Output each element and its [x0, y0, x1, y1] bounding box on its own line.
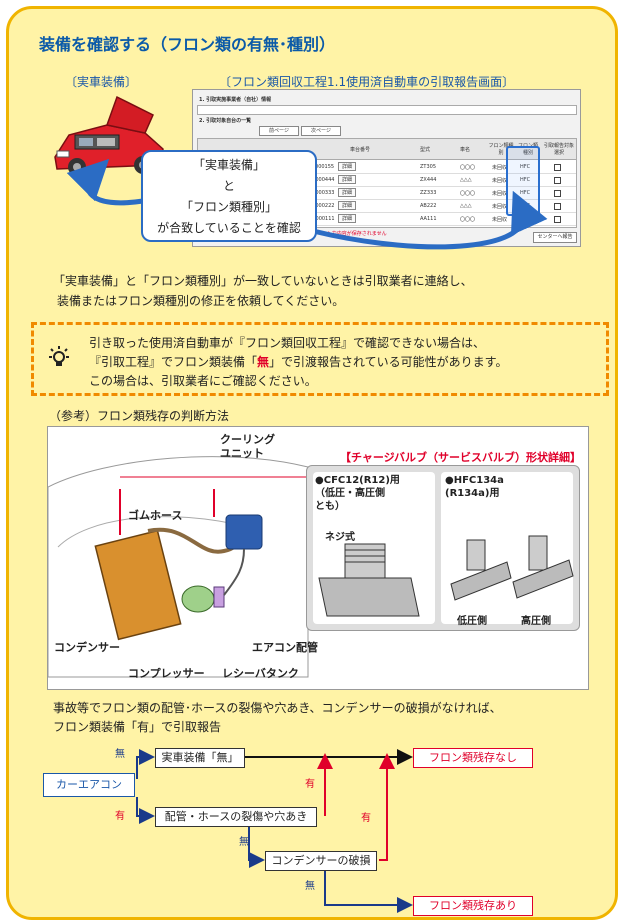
report-section2: 2. 引取対象自台の一覧 [199, 118, 252, 124]
prev-page-button[interactable]: 前ページ [259, 126, 299, 136]
check-bubble: 「実車装備」 と 「フロン類種別」 が合致していることを確認 [141, 150, 317, 242]
flow-label-no-2: 無 [239, 837, 249, 848]
col-vin: 車台番号 [350, 147, 371, 153]
detail-button[interactable]: 詳細 [338, 188, 357, 197]
flow-box-pipe-damage: 配管・ホースの裂傷や穴あき [155, 807, 317, 827]
charge-valve-title: 【チャージバルブ（サービスバルブ）形状詳細】 [340, 451, 582, 464]
mismatch-instruction: 「実車装備」と「フロン類種別」が一致していないときは引取業者に連絡し、 装備また… [53, 274, 473, 308]
flowchart-lines [136, 749, 413, 913]
aircon-illustration: クーリング ユニット ゴムホース コンデンサー コンプレッサー レシーバタンク … [47, 426, 589, 690]
notice-box: 引き取った使用済自動車が『フロン類回収工程』で確認できない場合は、 『引取工程』… [31, 322, 609, 396]
detail-button[interactable]: 詳細 [338, 201, 357, 210]
select-checkbox[interactable] [554, 164, 561, 171]
col-select: 引取報告対象選択 [544, 143, 575, 156]
receiver-tank-label: レシーバタンク [222, 667, 299, 680]
flow-box-condenser-damage: コンデンサーの破損 [265, 851, 377, 871]
col-name: 車名 [460, 147, 471, 153]
valve-drawings [318, 535, 574, 617]
fluorocarbon-type-highlight [506, 146, 540, 216]
flow-start-car-aircon: カーエアコン [43, 773, 135, 797]
cooling-unit-shape [225, 514, 263, 550]
flow-label-yes-3: 有 [361, 813, 371, 824]
reference-title: （参考）フロン類残存の判断方法 [49, 409, 230, 423]
select-checkbox[interactable] [554, 216, 561, 223]
detail-button[interactable]: 詳細 [338, 175, 357, 184]
select-checkbox[interactable] [554, 177, 561, 184]
flow-result-none: フロン類残存なし [413, 748, 533, 768]
condenser-shape [94, 529, 182, 641]
hfc-valve-panel [441, 472, 573, 624]
report-note: ※ 入力内容が保存されません [321, 231, 387, 237]
report-company-row [197, 105, 577, 115]
engine-bay-drawing [48, 456, 316, 678]
actual-equipment-label: 〔実車装備〕 [65, 75, 138, 89]
conclusion-text: 事故等でフロン類の配管･ホースの裂傷や穴あき、コンデンサーの破損がなければ、 フ… [53, 701, 502, 734]
main-panel: 装備を確認する（フロン類の有無･種別） 〔実車装備〕 〔フロン類回収工程1.1使… [6, 6, 618, 920]
high-pressure-label: 高圧側 [521, 616, 551, 627]
flow-label-yes: 有 [115, 811, 125, 822]
low-pressure-label: 低圧側 [457, 616, 487, 627]
compressor-shape [181, 585, 215, 613]
notice-text: 引き取った使用済自動車が『フロン類回収工程』で確認できない場合は、 『引取工程』… [89, 336, 508, 388]
cooling-unit-label: クーリング ユニット [220, 433, 275, 460]
center-report-button[interactable]: センターへ報告 [533, 232, 577, 243]
col-class: フロン類種別 [488, 143, 514, 156]
condenser-label: コンデンサー [54, 641, 120, 654]
aircon-pipe-label: エアコン配管 [252, 641, 318, 654]
lightbulb-icon [49, 346, 69, 366]
flow-label-no-3: 無 [305, 881, 315, 892]
cfc-label: ●CFC12(R12)用 （低圧・高圧側 とも） [315, 475, 400, 512]
rubber-hose-label: ゴムホース [128, 509, 183, 522]
screw-type-label: ネジ式 [325, 532, 355, 543]
flow-label-no: 無 [115, 749, 125, 760]
report-section1: 1. 引取実施事業者（自社）情報 [199, 97, 272, 103]
flow-label-yes-2: 有 [305, 779, 315, 790]
page-title: 装備を確認する（フロン類の有無･種別） [39, 35, 336, 54]
select-checkbox[interactable] [554, 190, 561, 197]
charge-valve-detail: ●CFC12(R12)用 （低圧・高圧側 とも） ネジ式 ●HFC134a (R… [306, 465, 580, 631]
select-checkbox[interactable] [554, 203, 561, 210]
flow-box-no-equipment: 実車装備「無」 [155, 748, 245, 768]
receiver-tank-shape [213, 586, 225, 608]
col-model: 型式 [420, 147, 431, 153]
detail-button[interactable]: 詳細 [338, 214, 357, 223]
next-page-button[interactable]: 次ページ [301, 126, 341, 136]
hfc-label: ●HFC134a (R134a)用 [445, 475, 504, 499]
decision-flowchart: カーエアコン 実車装備「無」 配管・ホースの裂傷や穴あき コンデンサーの破損 フ… [9, 737, 615, 917]
flow-result-exist: フロン類残存あり [413, 896, 533, 916]
report-screen-label: 〔フロン類回収工程1.1使用済自動車の引取報告画面〕 [219, 75, 515, 89]
compressor-label: コンプレッサー [128, 667, 205, 680]
detail-button[interactable]: 詳細 [338, 162, 357, 171]
